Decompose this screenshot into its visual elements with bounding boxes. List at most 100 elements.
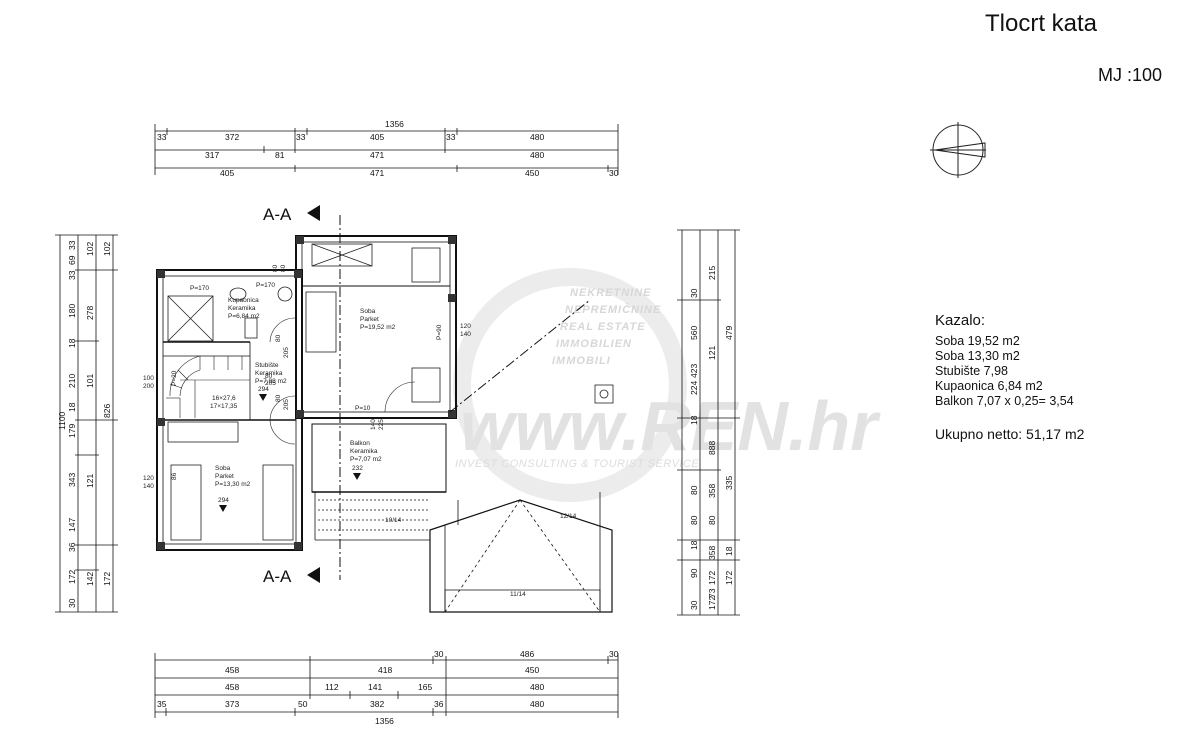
dim-label: 30: [609, 649, 619, 659]
dim-label: 18: [689, 415, 699, 425]
dim-label: 30: [689, 600, 699, 610]
dim-label: 18: [724, 546, 734, 556]
annotation: P=10: [355, 405, 371, 412]
dim-label: 33: [67, 270, 77, 280]
dim-label: 80: [689, 515, 699, 525]
dim-label: 36: [67, 542, 77, 552]
watermark-ring: [453, 268, 687, 502]
dim-label: 458: [225, 665, 239, 675]
watermark-line: NEKRETNINE: [570, 287, 652, 299]
svg-text:294: 294: [218, 497, 229, 504]
bottom-dimensions: [154, 653, 619, 718]
dim-label: 210: [67, 374, 77, 388]
dim-label: 172: [102, 572, 112, 586]
stairs: [166, 355, 250, 418]
annotation: P=170: [190, 285, 209, 292]
dim-label: 179: [67, 424, 77, 438]
annotation: 80: [275, 394, 282, 402]
dim-label: 172: [707, 571, 717, 585]
annotation: 205: [283, 347, 290, 358]
dim-label: 224: [689, 381, 699, 395]
dim-label: 102: [85, 242, 95, 256]
dim-label: 18: [67, 338, 77, 348]
dim-label: 335: [724, 476, 734, 490]
legend-item: Soba 19,52 m2: [935, 334, 1020, 348]
annotation: 120: [460, 323, 471, 330]
dim-label: 480: [530, 682, 544, 692]
legend-total: Ukupno netto: 51,17 m2: [935, 426, 1085, 442]
stair-note: 16×27,6: [212, 395, 236, 402]
svg-text:Keramika: Keramika: [350, 448, 378, 455]
dim-label: 358: [707, 546, 717, 560]
height-marker-icon: [219, 505, 227, 512]
svg-text:Balkon: Balkon: [350, 440, 370, 447]
legend-item: Soba 13,30 m2: [935, 349, 1020, 363]
dim-label: 172: [707, 596, 717, 610]
dim-label: 450: [525, 168, 539, 178]
annotation: P=20: [171, 370, 178, 386]
dim-label: 405: [370, 132, 384, 142]
section-arrow-icon: [307, 567, 320, 583]
watermark-line: IMMOBILI: [552, 355, 611, 367]
dim-label: 141: [368, 682, 382, 692]
watermark-line: NEPREMIČNINE: [565, 303, 661, 316]
dim-label: 343: [67, 473, 77, 487]
dim-label: 172: [724, 571, 734, 585]
dim-label: 278: [85, 306, 95, 320]
roof-slope-label: 12/14: [560, 513, 577, 520]
dim-label: 486: [520, 649, 534, 659]
height-marker-icon: [259, 394, 267, 401]
section-arrow-icon: [307, 205, 320, 221]
room-soba2-label: Soba Parket P=13,30 m2 294: [215, 465, 251, 512]
dim-label: 35: [157, 699, 167, 709]
drawing-title: Tlocrt kata: [985, 10, 1098, 37]
dim-label: 112: [325, 682, 339, 692]
dim-label: 121: [707, 346, 717, 360]
roof-plan: [314, 492, 613, 613]
dim-label: 30: [609, 168, 619, 178]
annotation: 80: [265, 373, 273, 380]
dim-label: 80: [707, 515, 717, 525]
watermark-brand: www.REN.hr: [460, 387, 881, 465]
dim-label: 18: [67, 402, 77, 412]
legend-list: Soba 19,52 m2 Soba 13,30 m2 Stubište 7,9…: [935, 334, 1074, 409]
annotation: 200: [143, 383, 154, 390]
dim-label: 165: [418, 682, 432, 692]
dim-label: 80: [689, 485, 699, 495]
stair-note: 17×17,35: [210, 403, 238, 410]
svg-text:P=19,52 m2: P=19,52 m2: [360, 324, 396, 331]
svg-text:Parket: Parket: [360, 316, 379, 323]
dim-label: 81: [275, 150, 285, 160]
annotation: 140: [143, 483, 154, 490]
dim-label: 405: [220, 168, 234, 178]
dim-label: 121: [85, 474, 95, 488]
legend-item: Kupaonica 6,84 m2: [935, 379, 1043, 393]
svg-text:Stubište: Stubište: [255, 362, 279, 369]
svg-text:232: 232: [352, 465, 363, 472]
dim-label: 480: [530, 699, 544, 709]
dim-label: 471: [370, 150, 384, 160]
top-dimensions: [154, 124, 619, 175]
dim-label: 888: [707, 441, 717, 455]
drawing-scale: MJ :100: [1098, 65, 1163, 85]
legend-item: Stubište 7,98: [935, 364, 1008, 378]
dim-label: 147: [67, 518, 77, 532]
annotation: 140: [460, 331, 471, 338]
dim-label: 102: [102, 242, 112, 256]
dim-label: 382: [370, 699, 384, 709]
dim-label: 30: [434, 649, 444, 659]
room-stubiste-label: Stubište Keramika P=7,98 m2 294: [255, 362, 287, 401]
svg-text:Keramika: Keramika: [255, 370, 283, 377]
room-soba1-label: Soba Parket P=19,52 m2: [360, 308, 396, 331]
dim-label: 373: [225, 699, 239, 709]
annotation: 86: [171, 472, 178, 480]
dim-label: 1100: [57, 411, 67, 430]
dim-label: 90: [689, 568, 699, 578]
dim-label: 1356: [375, 716, 394, 726]
svg-text:P=13,30 m2: P=13,30 m2: [215, 481, 251, 488]
room-kupaonica-label: Kupaonica Keramika P=6,84 m2: [228, 297, 260, 320]
room-balkon-label: Balkon Keramika P=7,07 m2 232: [350, 440, 382, 480]
annotation: 225: [378, 419, 385, 430]
annotation: P=90: [436, 324, 443, 340]
